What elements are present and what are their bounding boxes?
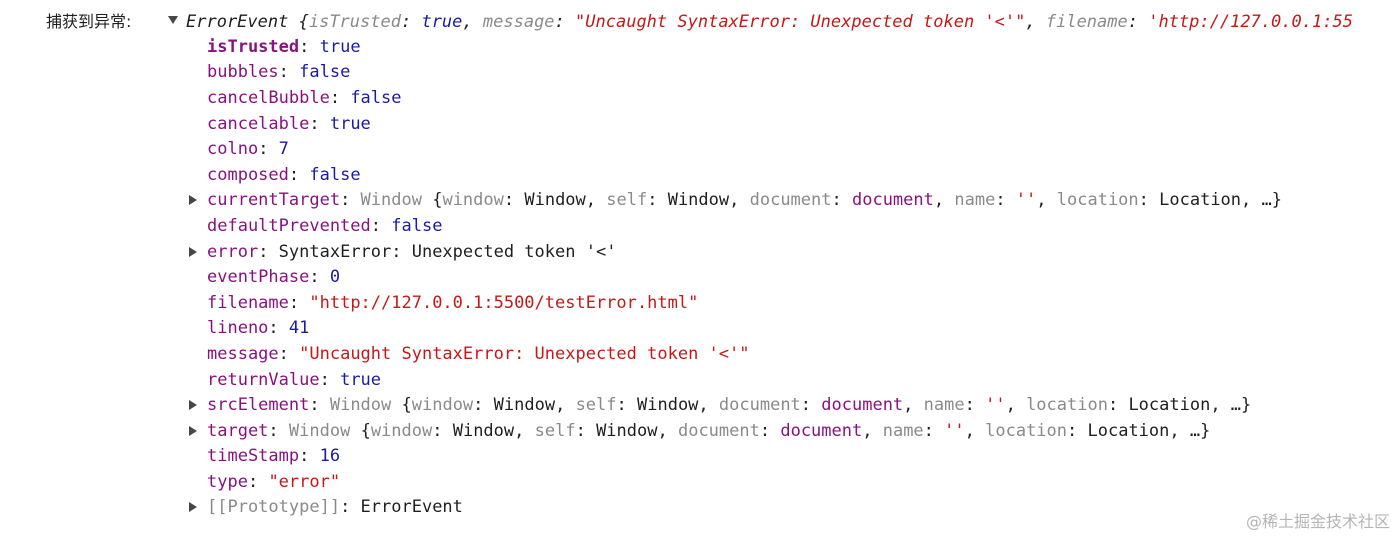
prop-key: type bbox=[207, 472, 248, 492]
prop-value: false bbox=[299, 62, 351, 82]
prop-value: false bbox=[391, 216, 443, 236]
prop-row: message: "Uncaught SyntaxError: Unexpect… bbox=[207, 344, 750, 364]
prop-value: "http://127.0.0.1:5500/testError.html" bbox=[309, 293, 699, 313]
prop-key: cancelable bbox=[207, 114, 310, 134]
prop-value: false bbox=[309, 165, 361, 185]
summary-key: isTrusted bbox=[308, 12, 401, 32]
prop-row-target[interactable]: target: Window {window: Window, self: Wi… bbox=[189, 419, 1210, 443]
expand-triangle-icon[interactable] bbox=[189, 502, 197, 512]
prop-key: cancelBubble bbox=[207, 88, 330, 108]
summary-class-name: ErrorEvent bbox=[186, 12, 289, 32]
prop-key: colno bbox=[207, 139, 259, 159]
summary-value: true bbox=[421, 12, 463, 32]
prop-row: cancelBubble: false bbox=[207, 88, 402, 108]
prop-key: lineno bbox=[207, 318, 269, 338]
prop-key: returnValue bbox=[207, 370, 320, 390]
log-prefix: 捕获到异常: bbox=[46, 12, 132, 31]
prop-key: defaultPrevented bbox=[207, 216, 371, 236]
prop-value: 41 bbox=[288, 318, 310, 338]
prop-row: defaultPrevented: false bbox=[207, 216, 443, 236]
prop-row-currenttarget[interactable]: currentTarget: Window {window: Window, s… bbox=[189, 188, 1282, 212]
prop-row: composed: false bbox=[207, 165, 361, 185]
error-event-summary[interactable]: ErrorEvent {isTrusted: true, message: "U… bbox=[168, 10, 1353, 34]
prop-value: 7 bbox=[278, 139, 289, 159]
prop-key: message bbox=[207, 344, 279, 364]
prop-row: filename: "http://127.0.0.1:5500/testErr… bbox=[207, 293, 699, 313]
prop-value: "Uncaught SyntaxError: Unexpected token … bbox=[299, 344, 750, 364]
prop-value: ErrorEvent bbox=[360, 497, 463, 517]
prop-key: eventPhase bbox=[207, 267, 310, 287]
prop-key: composed bbox=[207, 165, 289, 185]
prop-key: timeStamp bbox=[207, 446, 300, 466]
prop-value: 16 bbox=[319, 446, 341, 466]
prop-key: error bbox=[207, 242, 259, 262]
expand-triangle-icon[interactable] bbox=[189, 426, 197, 436]
prop-row: type: "error" bbox=[207, 472, 341, 492]
expand-triangle-icon[interactable] bbox=[189, 400, 197, 410]
prop-value: true bbox=[319, 37, 361, 57]
watermark: @稀土掘金技术社区 bbox=[1245, 512, 1390, 531]
prop-key: target bbox=[207, 421, 269, 441]
prop-value: SyntaxError: Unexpected token '<' bbox=[278, 242, 617, 262]
summary-key: filename bbox=[1045, 12, 1128, 32]
prop-row: timeStamp: 16 bbox=[207, 446, 341, 466]
prop-key: filename bbox=[207, 293, 289, 313]
prop-row: cancelable: true bbox=[207, 114, 371, 134]
prop-row: returnValue: true bbox=[207, 370, 382, 390]
prop-value: false bbox=[350, 88, 402, 108]
prop-value: "error" bbox=[268, 472, 341, 492]
collapse-triangle-icon[interactable] bbox=[168, 16, 178, 24]
prop-row: isTrusted: true bbox=[207, 37, 361, 57]
prop-key: isTrusted bbox=[207, 37, 300, 57]
prop-key: bubbles bbox=[207, 62, 279, 82]
prop-row: colno: 7 bbox=[207, 139, 289, 159]
prop-key: currentTarget bbox=[207, 190, 341, 210]
prop-value: true bbox=[340, 370, 382, 390]
prop-key: srcElement bbox=[207, 395, 310, 415]
prop-value: 0 bbox=[329, 267, 341, 287]
prop-row-error[interactable]: error: SyntaxError: Unexpected token '<' bbox=[189, 240, 617, 264]
summary-value: "Uncaught SyntaxError: Unexpected token … bbox=[575, 12, 1026, 32]
expand-triangle-icon[interactable] bbox=[189, 195, 197, 205]
summary-value: 'http://127.0.0.1:55 bbox=[1148, 12, 1353, 32]
prop-row-srcelement[interactable]: srcElement: Window {window: Window, self… bbox=[189, 393, 1251, 417]
prop-row: eventPhase: 0 bbox=[207, 267, 341, 287]
prop-row: lineno: 41 bbox=[207, 318, 310, 338]
prop-row: bubbles: false bbox=[207, 62, 351, 82]
prop-key: [[Prototype]] bbox=[207, 497, 341, 517]
prop-row-prototype[interactable]: [[Prototype]]: ErrorEvent bbox=[189, 495, 463, 519]
prop-value: true bbox=[329, 114, 371, 134]
summary-key: message bbox=[482, 12, 555, 32]
expand-triangle-icon[interactable] bbox=[189, 247, 197, 257]
